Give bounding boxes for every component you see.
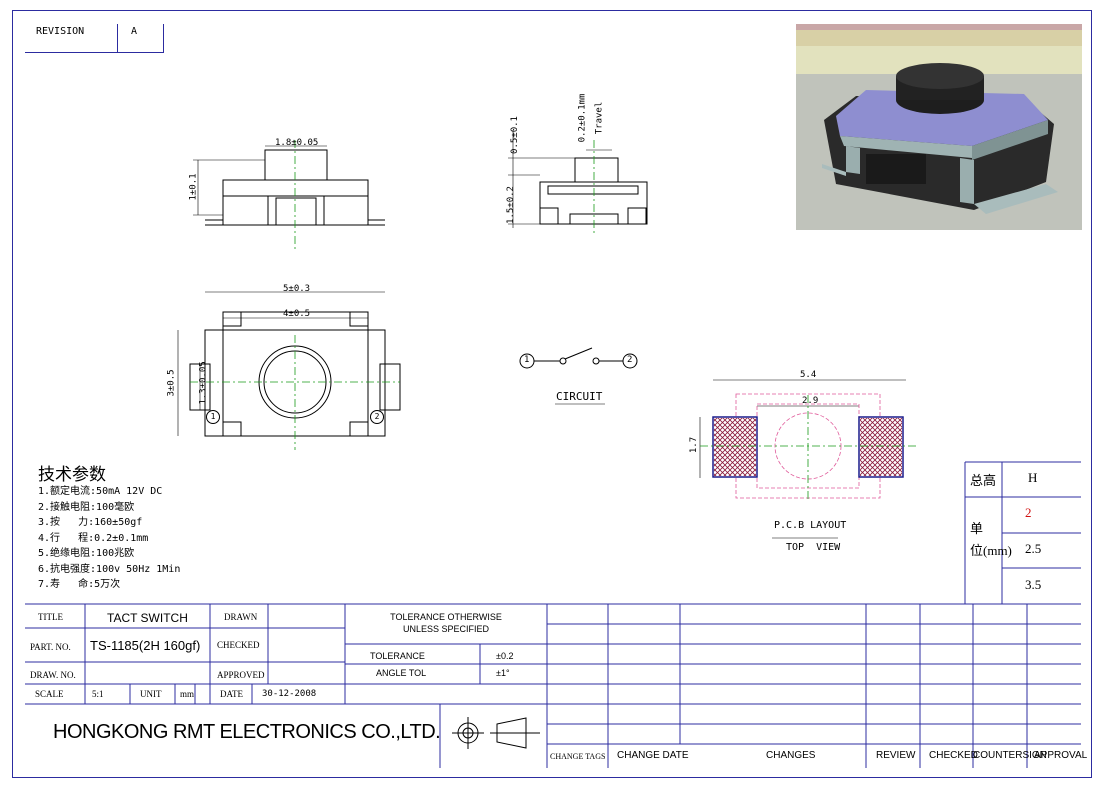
dim-top-width: 1.8±0.05	[275, 138, 319, 148]
tolerance-heading-1: TOLERANCE OTHERWISE	[390, 612, 502, 622]
change-header-changes: CHANGES	[766, 750, 816, 761]
change-header-approval: APPROVAL	[1034, 750, 1088, 761]
height-total-label: 总高	[970, 473, 997, 488]
part-label: PART. NO.	[30, 642, 71, 652]
tolerance-heading-2: UNLESS SPECIFIED	[402, 624, 490, 634]
spec-line: 1.额定电流:50mA 12V DC	[38, 486, 163, 497]
part-value: TS-1185(2H 160gf)	[90, 638, 201, 653]
drawn-label: DRAWN	[224, 612, 258, 622]
specs-list: 1.额定电流:50mA 12V DC 2.接触电阻:100毫欧 3.按 力:16…	[38, 484, 180, 593]
pcb-dim-width: 5.4	[800, 370, 817, 380]
change-header-countersign: COUNTERSIGN	[973, 750, 1047, 761]
height-value-red: 2	[1025, 505, 1032, 520]
unit-value: mm	[180, 689, 195, 699]
tolerance-label: TOLERANCE	[370, 651, 425, 661]
unit-label-line2: 位(mm)	[970, 543, 1012, 558]
scale-label: SCALE	[35, 689, 64, 699]
change-header-review: REVIEW	[876, 750, 916, 761]
pcb-dim-inner: 2.9	[802, 396, 819, 406]
change-header-tags: CHANGE TAGS	[550, 752, 606, 761]
date-label: DATE	[220, 689, 243, 699]
specs-heading: 技术参数	[38, 465, 106, 484]
checked-label: CHECKED	[217, 640, 260, 650]
switch-3d-render	[796, 24, 1082, 230]
circuit-symbol	[519, 347, 638, 405]
circuit-label: CIRCUIT	[556, 390, 603, 403]
front-view	[508, 130, 648, 228]
pcb-title: P.C.B LAYOUT	[774, 520, 847, 531]
change-header-checked: CHECKED	[929, 750, 978, 761]
height-value: 3.5	[1025, 577, 1042, 592]
pin-1-marker: 1	[206, 410, 220, 424]
title-value: TACT SWITCH	[107, 611, 188, 625]
scale-value: 5:1	[92, 689, 104, 699]
projection-symbol-icon	[452, 717, 540, 749]
pin-2-marker: 2	[370, 410, 384, 424]
title-label: TITLE	[38, 612, 63, 622]
spec-line: 5.绝缘电阻:100兆欧	[38, 548, 135, 559]
approved-label: APPROVED	[217, 670, 265, 680]
angle-tol-label: ANGLE TOL	[376, 668, 427, 678]
revision-label: REVISION	[36, 26, 85, 37]
company-name: HONGKONG RMT ELECTRONICS CO.,LTD.	[53, 721, 441, 743]
dim-plan-inner: 4±0.5	[283, 309, 311, 319]
angle-tol-value: ±1°	[496, 668, 510, 678]
pcb-subtitle: TOP VIEW	[786, 542, 841, 553]
drawing-frame	[12, 10, 1092, 778]
revision-value: A	[131, 26, 138, 37]
date-value: 30-12-2008	[262, 689, 317, 699]
tolerance-value: ±0.2	[496, 651, 514, 661]
circuit-pin-1: 1	[524, 355, 530, 365]
unit-label: UNIT	[140, 689, 162, 699]
spec-line: 6.抗电强度:100v 50Hz 1Min	[38, 563, 181, 575]
unit-label-line1: 单	[970, 521, 984, 536]
height-total-value: H	[1028, 470, 1038, 485]
side-view	[193, 145, 385, 226]
draw-no-label: DRAW. NO.	[30, 670, 76, 680]
change-header-date: CHANGE DATE	[617, 750, 689, 761]
spec-line: 4.行 程:0.2±0.1mm	[38, 532, 149, 544]
circuit-pin-2: 2	[627, 355, 633, 365]
spec-line: 7.寿 命:5万次	[38, 579, 121, 590]
dim-plan-outer: 5±0.3	[283, 284, 311, 294]
height-value: 2.5	[1025, 541, 1042, 556]
spec-line: 3.按 力:160±50gf	[38, 517, 143, 528]
spec-line: 2.接触电阻:100毫欧	[38, 501, 135, 513]
revision-box	[25, 24, 164, 53]
